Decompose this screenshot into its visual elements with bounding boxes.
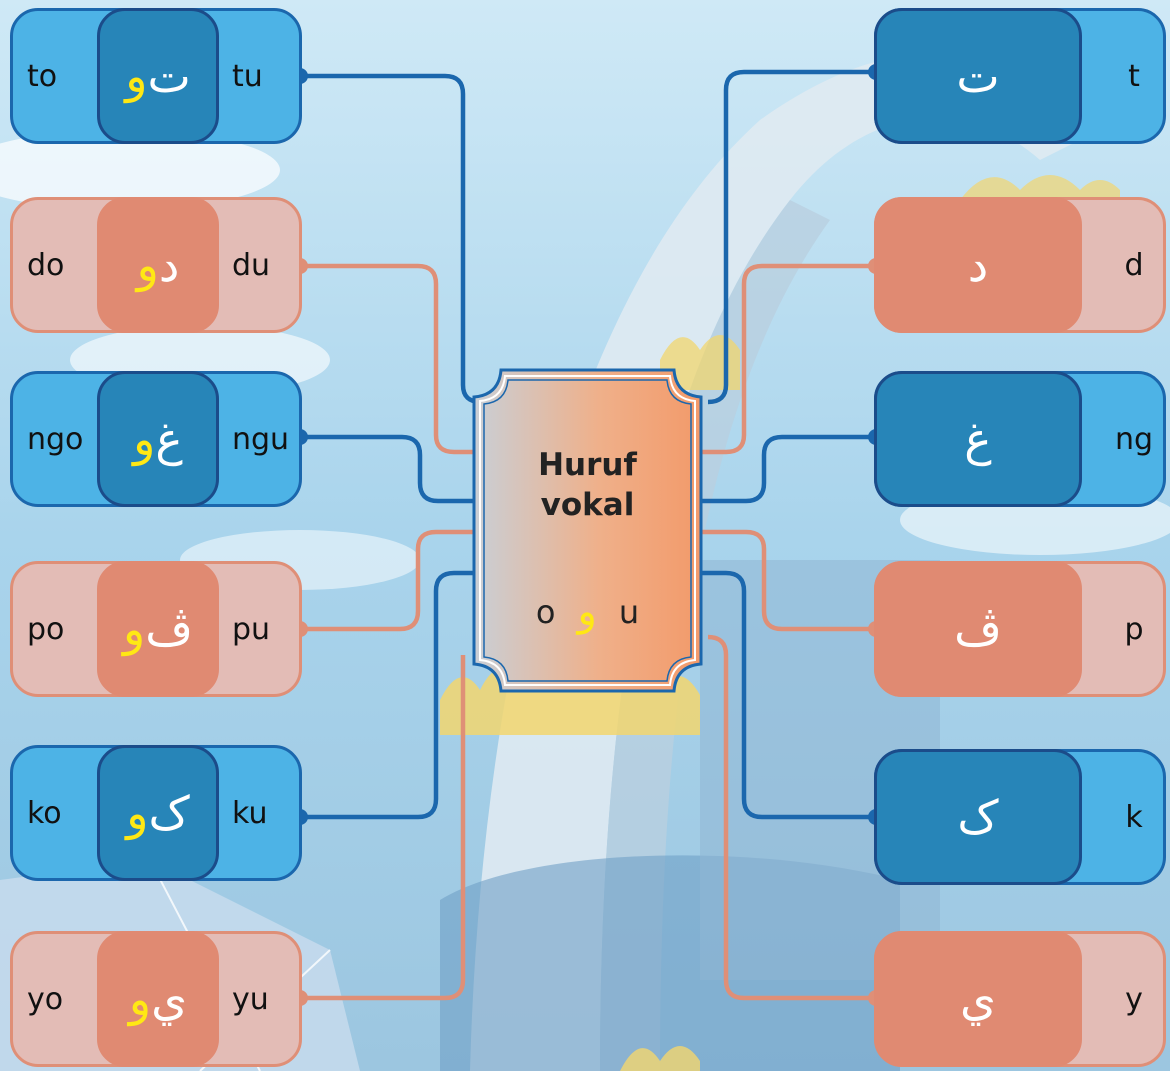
letter-sound-label: y <box>1125 981 1143 1017</box>
title-line-1: Huruf <box>538 447 637 483</box>
letter-sound-label: p <box>1124 611 1144 647</box>
jawi-letter: د <box>874 197 1082 333</box>
syllable-o-label: po <box>27 611 65 647</box>
vowel-wau-letter: و <box>577 589 597 635</box>
syllable-o-label: to <box>27 58 58 94</box>
card-k: ک k <box>874 749 1166 885</box>
letter-sound-label: k <box>1125 799 1143 835</box>
letter-sound-label: t <box>1128 58 1140 94</box>
card-ng: غ ng <box>874 371 1166 507</box>
syllable-o-label: yo <box>27 981 64 1017</box>
vowel-center-box: Huruf vokal o و u <box>471 367 704 694</box>
vowel-u-label: u <box>618 593 640 631</box>
jawi-letter: غ <box>874 371 1082 507</box>
syllable-u-label: ngu <box>232 421 290 457</box>
syllable-u-label: du <box>232 247 271 283</box>
center-title: Huruf vokal <box>471 445 704 525</box>
syllable-o-label: ko <box>27 795 62 831</box>
letter-sound-label: d <box>1124 247 1144 283</box>
syllable-o-label: do <box>27 247 65 283</box>
syllable-u-label: ku <box>232 795 268 831</box>
title-line-2: vokal <box>540 487 635 523</box>
card-y: ي y <box>874 931 1166 1067</box>
syllable-u-label: pu <box>232 611 271 647</box>
center-frame <box>472 368 703 693</box>
jawi-letter: ڤ <box>874 561 1082 697</box>
syllable-u-label: tu <box>232 58 263 94</box>
vowel-o-label: o <box>535 593 556 631</box>
vowel-row: o و u <box>471 589 704 635</box>
jawi-letter: ک <box>874 749 1082 885</box>
jawi-letter: ت <box>874 8 1082 144</box>
card-t: ت t <box>874 8 1166 144</box>
card-d: د d <box>874 197 1166 333</box>
jawi-letter: ي <box>874 931 1082 1067</box>
syllable-o-label: ngo <box>27 421 84 457</box>
letter-sound-label: ng <box>1114 421 1154 457</box>
card-p: ڤ p <box>874 561 1166 697</box>
syllable-u-label: yu <box>232 981 269 1017</box>
